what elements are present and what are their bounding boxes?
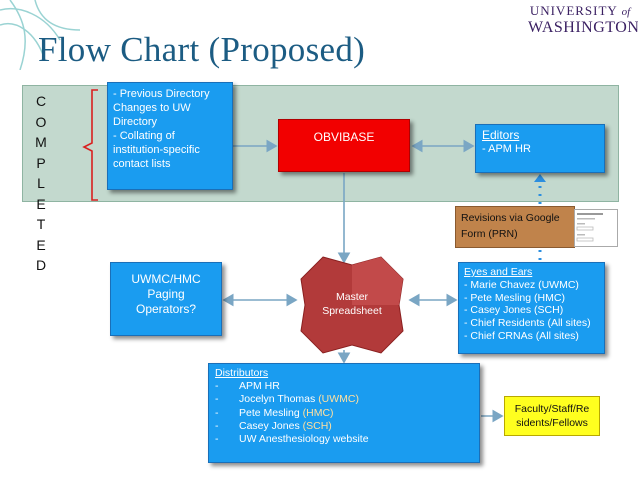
eyes-and-ears-box: Eyes and Ears - Marie Chavez (UWMC) - Pe…: [458, 262, 605, 354]
decorative-swirl: [0, 0, 80, 70]
page-title: Flow Chart (Proposed): [38, 30, 366, 69]
university-logo: UNIVERSITY of WASHINGTON: [528, 3, 638, 36]
master-spreadsheet-label: Master Spreadsheet: [322, 291, 382, 317]
list-item: -Casey Jones (SCH): [215, 419, 332, 432]
list-item: -UW Anesthesiology website: [215, 433, 369, 446]
revisions-box: Revisions via Google Form (PRN): [455, 206, 575, 248]
distributors-header: Distributors: [215, 367, 269, 379]
list-item: -Pete Mesling (HMC): [215, 406, 334, 419]
red-bracket: [82, 89, 98, 201]
list-item: -Jocelyn Thomas (UWMC): [215, 393, 360, 406]
paging-operators-box: UWMC/HMC Paging Operators?: [110, 262, 222, 336]
obvibase-box: OBVIBASE: [278, 119, 410, 172]
faculty-box: Faculty/Staff/Re sidents/Fellows: [504, 396, 600, 436]
google-form-thumbnail: [574, 209, 618, 247]
editors-header: Editors: [482, 128, 520, 142]
eyes-header: Eyes and Ears: [464, 266, 533, 278]
logo-line1: UNIVERSITY: [529, 3, 618, 18]
list-item: -APM HR: [215, 380, 280, 393]
logo-line1-suffix: of: [621, 6, 631, 18]
previous-directory-box: - Previous Directory Changes to UW Direc…: [107, 82, 233, 190]
completed-label: C O M P L E T E D: [35, 93, 47, 273]
logo-line2: WASHINGTON: [528, 19, 638, 36]
editors-box: Editors - APM HR: [475, 124, 605, 173]
distributors-box: Distributors -APM HR -Jocelyn Thomas (UW…: [208, 363, 480, 463]
master-spreadsheet-shape: [300, 256, 404, 354]
